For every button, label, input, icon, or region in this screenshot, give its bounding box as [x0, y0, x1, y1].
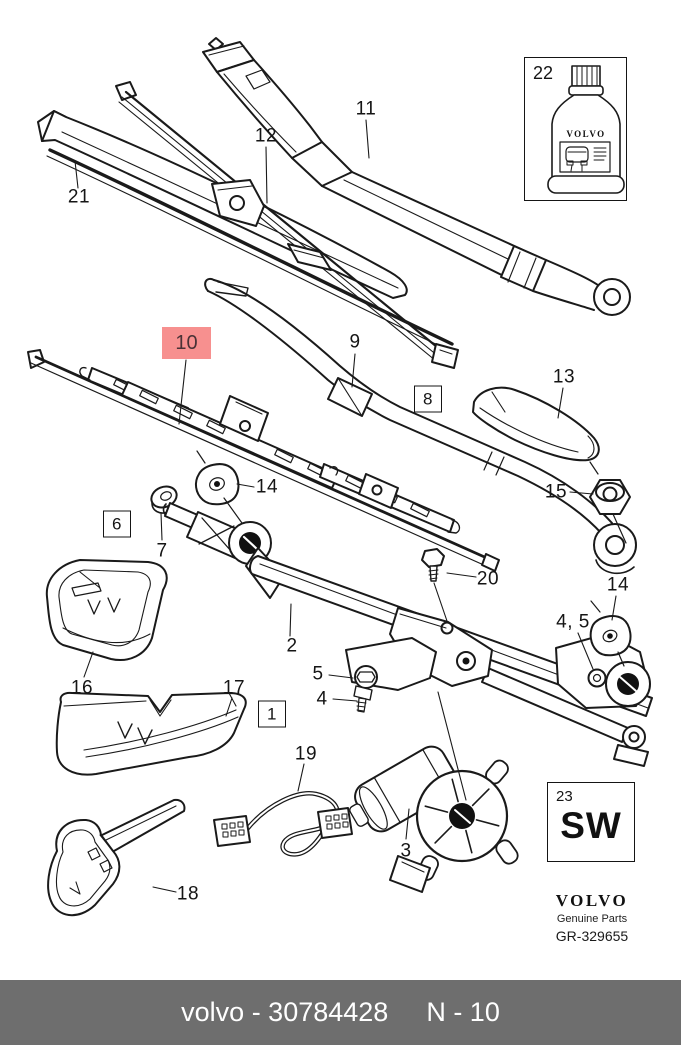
part-label-21[interactable]: 21: [67, 186, 91, 208]
part-label-23[interactable]: 23: [556, 788, 573, 805]
footer-bar: volvo - 30784428 N - 10: [0, 980, 681, 1045]
volvo-logo-text: VOLVO: [555, 891, 629, 910]
part-label-4-5[interactable]: 4, 5: [556, 611, 590, 633]
genuine-parts-text: Genuine Parts: [556, 913, 628, 925]
parts-diagram-canvas: VOLVO: [0, 0, 681, 980]
cover-18-drawing: [48, 800, 184, 915]
branding-block: VOLVO Genuine Parts GR-329655: [536, 891, 648, 944]
part-label-20[interactable]: 20: [476, 568, 500, 590]
diagram-area: VOLVO: [0, 0, 681, 980]
part-label-3[interactable]: 3: [400, 840, 412, 862]
footer-page-ref: N - 10: [426, 997, 500, 1027]
part-label-15[interactable]: 15: [544, 481, 568, 503]
part-label-14-upper[interactable]: 14: [255, 476, 279, 498]
cover-16-drawing: [47, 560, 167, 660]
mount-bolts-4-5-drawing: [346, 638, 436, 712]
part-label-2[interactable]: 2: [286, 635, 298, 657]
part-label-1-boxed[interactable]: 1: [258, 700, 286, 728]
bottle-box-frame: [524, 57, 627, 201]
linkage-frame-2-drawing: [250, 556, 652, 766]
pivot-shaft-drawing: [164, 503, 284, 598]
wiper-motor-3-drawing: [341, 741, 520, 892]
sw-code-text: SW: [560, 805, 622, 846]
leader-lines: [75, 120, 616, 892]
part-label-14-lower[interactable]: 14: [606, 574, 630, 596]
part-label-9[interactable]: 9: [349, 331, 361, 353]
part-label-19[interactable]: 19: [294, 743, 318, 765]
part-label-4[interactable]: 4: [316, 688, 328, 710]
wiper-blade-12-drawing: [116, 82, 458, 368]
part-label-10-highlighted[interactable]: 10: [162, 327, 211, 359]
wiper-arm-9-drawing: [205, 279, 636, 573]
wiper-blade-11-drawing: [203, 38, 630, 315]
part-label-16[interactable]: 16: [70, 677, 94, 699]
cable-19-drawing: [214, 793, 352, 854]
part-label-18[interactable]: 18: [176, 883, 200, 905]
part-label-11[interactable]: 11: [355, 98, 377, 120]
part-label-12[interactable]: 12: [254, 125, 278, 147]
reference-code: GR-329655: [555, 928, 629, 944]
panel-17-drawing: [57, 693, 246, 775]
wiper-blade-10-drawing[interactable]: [28, 350, 499, 571]
wiper-blade-21-drawing: [38, 111, 452, 350]
arm-cover-13-drawing: [473, 388, 599, 461]
grommet-14-lower-drawing: [591, 601, 631, 666]
bolt-20-drawing: [422, 549, 447, 621]
footer-part-number: volvo - 30784428: [181, 997, 389, 1027]
part-label-5[interactable]: 5: [312, 663, 324, 685]
washer-fluid-bottle-drawing: VOLVO: [548, 66, 624, 193]
part-label-22[interactable]: 22: [533, 63, 554, 83]
nut-15-drawing: [590, 462, 630, 543]
part-label-13[interactable]: 13: [552, 366, 576, 388]
bottle-brand-text: VOLVO: [566, 129, 605, 139]
grommet-14-upper-drawing: [196, 451, 247, 530]
part-label-8-boxed[interactable]: 8: [414, 385, 442, 413]
part-label-7[interactable]: 7: [156, 540, 168, 562]
part-label-6-boxed[interactable]: 6: [103, 510, 131, 538]
sw-code-box: 23 SW: [547, 782, 635, 862]
part-label-17[interactable]: 17: [222, 677, 246, 699]
